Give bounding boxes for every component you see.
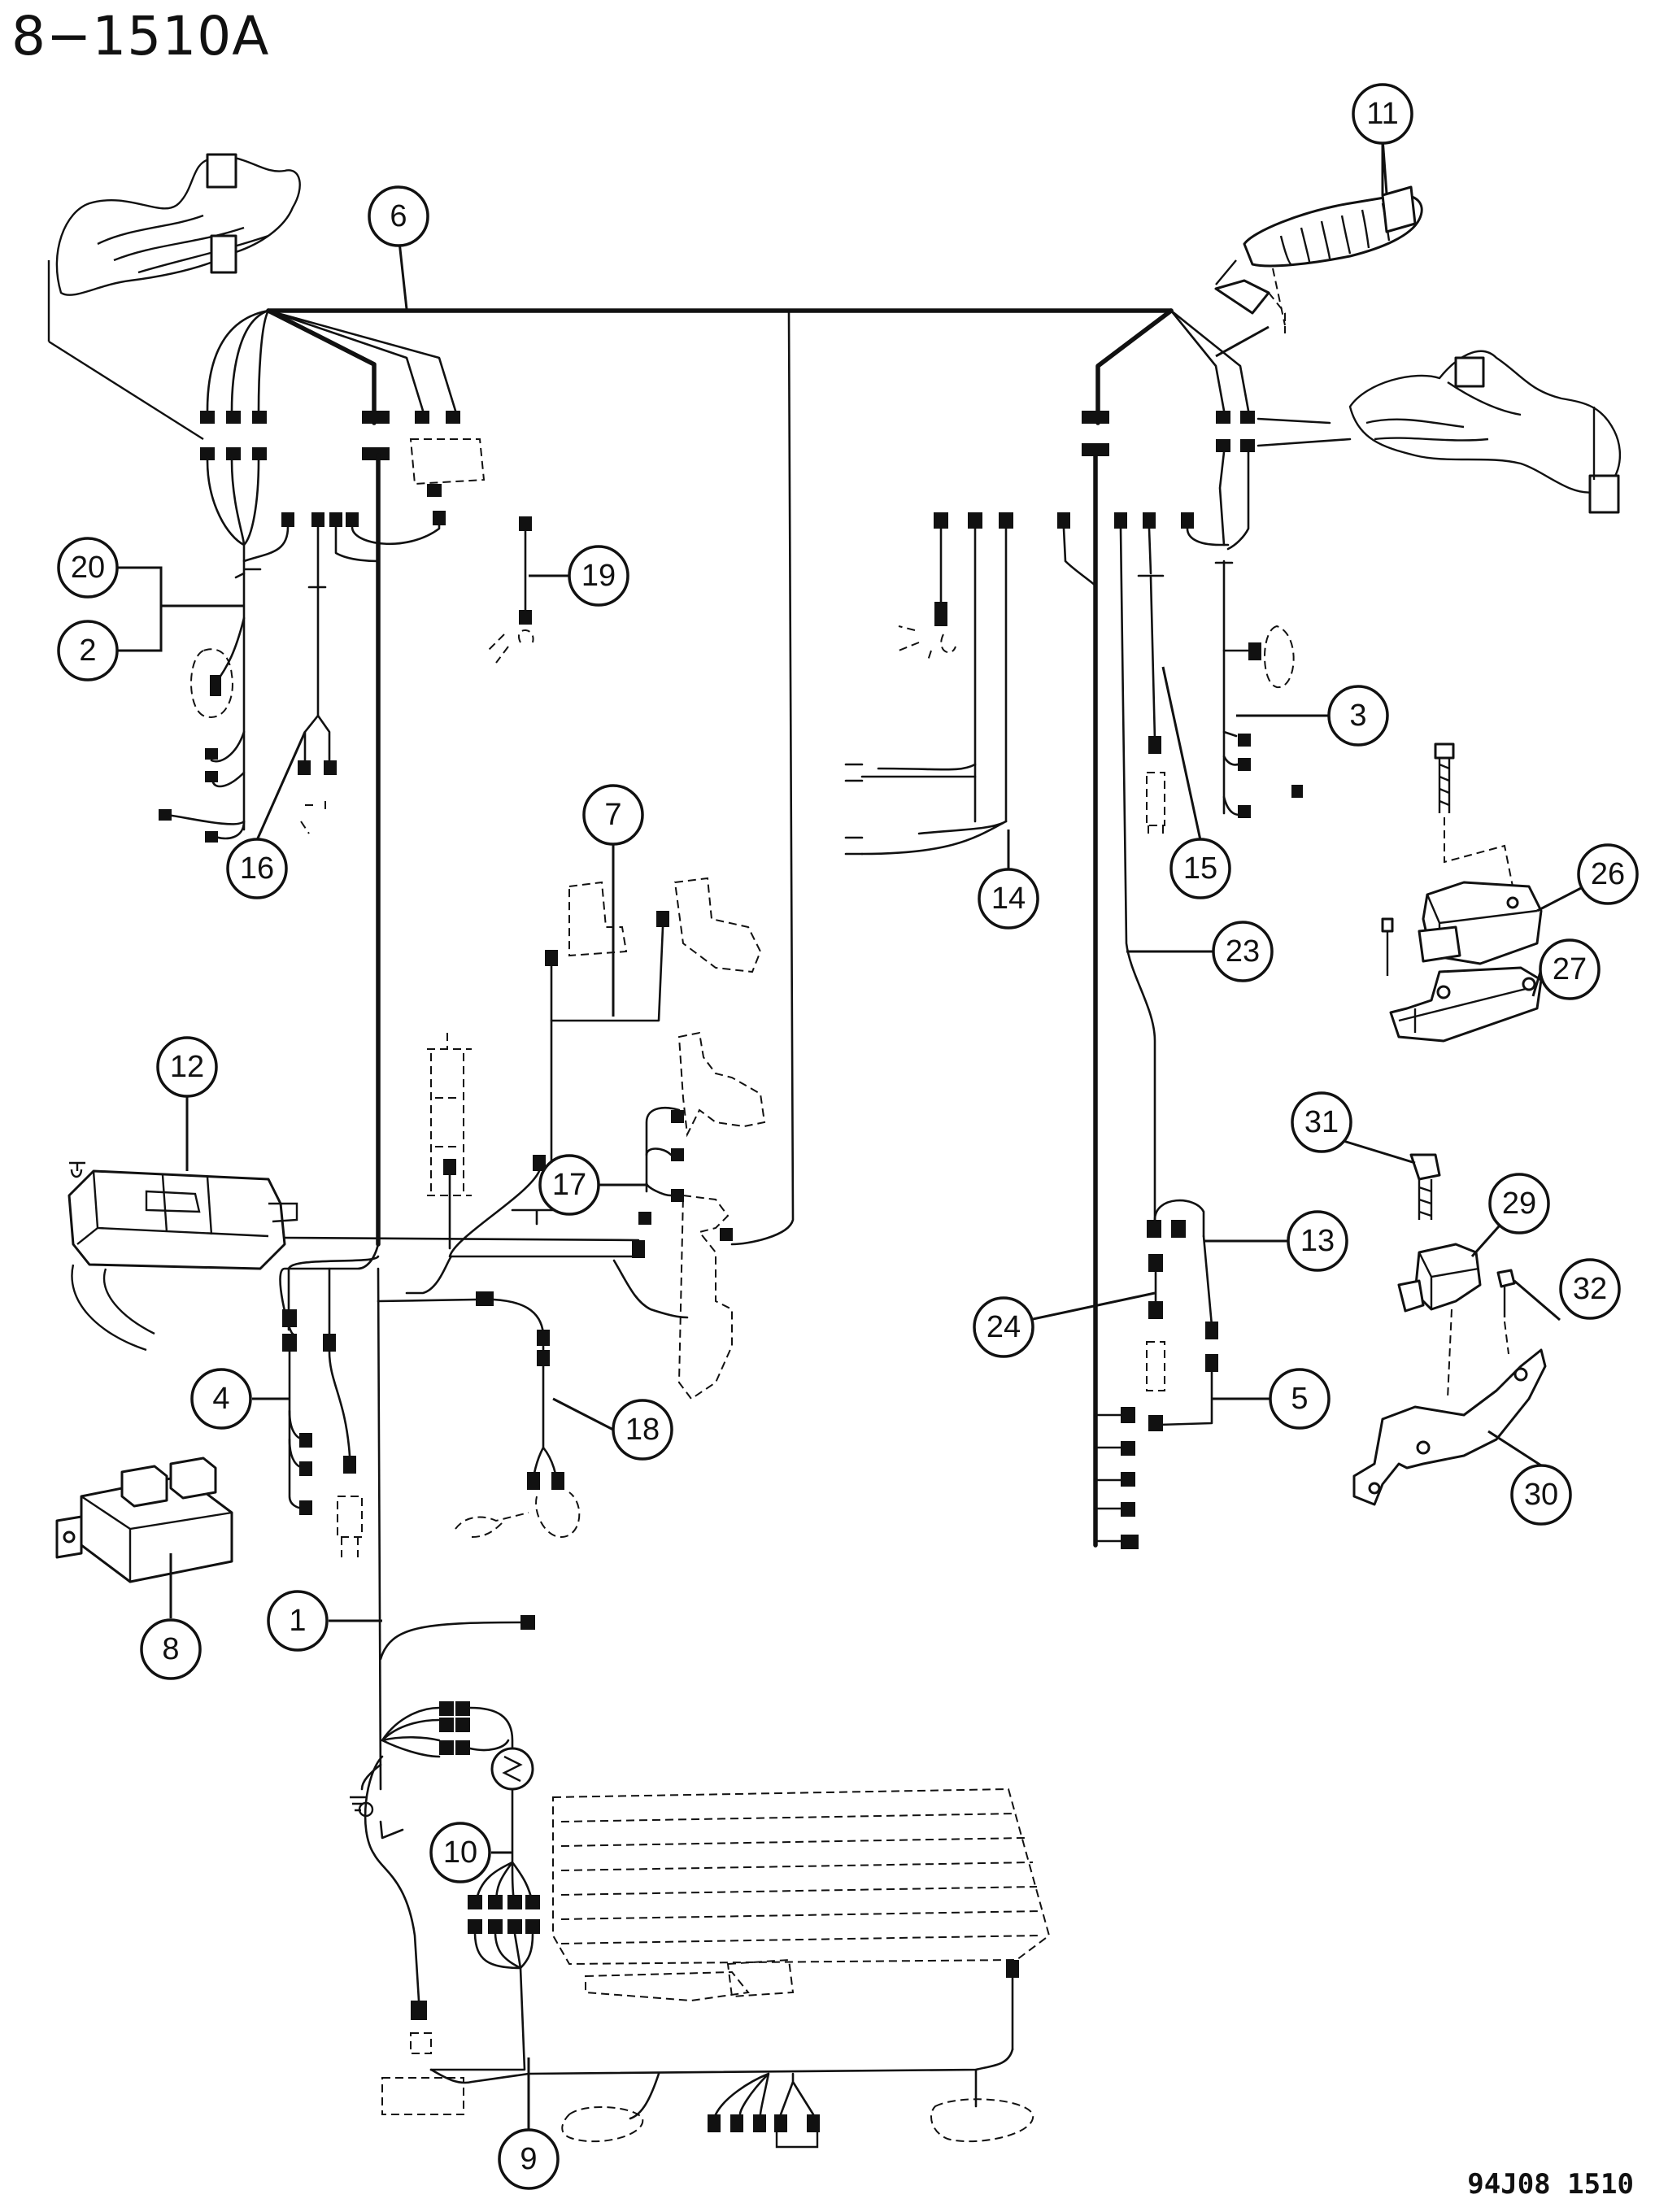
- svg-text:14: 14: [991, 882, 1026, 916]
- svg-text:19: 19: [581, 559, 616, 593]
- callout-30: 30: [1510, 1464, 1572, 1526]
- left-connector-bank: [159, 411, 486, 843]
- callout-9: 9: [498, 2128, 560, 2190]
- figure-code: 94J08 1510: [1467, 2168, 1634, 2201]
- callout-10: 10: [429, 1822, 491, 1883]
- svg-text:32: 32: [1573, 1272, 1607, 1306]
- connector-icon: [844, 512, 1013, 856]
- svg-text:2: 2: [79, 634, 96, 668]
- switch-icon: [1214, 137, 1423, 333]
- svg-text:5: 5: [1291, 1382, 1308, 1416]
- callout-17: 17: [538, 1154, 600, 1216]
- page-title: 8−1510A: [11, 5, 270, 67]
- callout-27: 27: [1539, 938, 1601, 1000]
- callout-31: 31: [1291, 1091, 1352, 1153]
- callout-5: 5: [1269, 1368, 1331, 1430]
- relay-block-icon: [55, 1457, 233, 1583]
- callout-32: 32: [1559, 1258, 1621, 1320]
- callout-7: 7: [582, 784, 644, 846]
- callout-26: 26: [1577, 843, 1639, 905]
- svg-text:26: 26: [1591, 857, 1625, 891]
- svg-text:15: 15: [1183, 851, 1217, 886]
- callout-14: 14: [978, 868, 1039, 930]
- callout-4: 4: [190, 1368, 252, 1430]
- svg-text:1: 1: [289, 1604, 306, 1638]
- svg-text:17: 17: [552, 1168, 586, 1202]
- left-dash-harness-icon: [47, 153, 301, 441]
- callout-16: 16: [226, 838, 288, 899]
- svg-text:12: 12: [170, 1050, 204, 1084]
- svg-text:20: 20: [71, 551, 105, 585]
- svg-text:29: 29: [1502, 1187, 1536, 1221]
- callout-20: 20: [57, 537, 119, 599]
- svg-text:13: 13: [1300, 1224, 1335, 1258]
- callout-1: 1: [267, 1590, 329, 1652]
- callout-18: 18: [612, 1399, 673, 1461]
- callout-19: 19: [568, 545, 629, 607]
- callout-2: 2: [57, 620, 119, 681]
- callout-3: 3: [1327, 685, 1389, 747]
- callout-13: 13: [1287, 1210, 1348, 1272]
- callout-24: 24: [973, 1296, 1034, 1358]
- svg-text:7: 7: [604, 798, 621, 832]
- svg-text:10: 10: [443, 1835, 477, 1870]
- callout-11: 11: [1352, 83, 1413, 145]
- svg-text:8: 8: [162, 1632, 179, 1666]
- callout-12: 12: [156, 1036, 218, 1098]
- svg-text:24: 24: [986, 1310, 1021, 1344]
- svg-text:9: 9: [520, 2142, 537, 2176]
- svg-text:6: 6: [390, 199, 407, 233]
- svg-text:4: 4: [212, 1382, 229, 1416]
- callout-8: 8: [140, 1618, 202, 1680]
- switch-icon: [405, 877, 766, 1400]
- battery-tray-icon: [429, 1787, 1051, 2149]
- callout-29: 29: [1488, 1173, 1550, 1234]
- connector-icon: [282, 1255, 380, 1557]
- svg-text:30: 30: [1524, 1478, 1558, 1512]
- callout-15: 15: [1169, 838, 1231, 899]
- svg-text:23: 23: [1226, 934, 1260, 969]
- svg-text:11: 11: [1366, 97, 1398, 131]
- svg-text:3: 3: [1349, 699, 1366, 733]
- relay-module-icon: [68, 1161, 645, 1352]
- svg-text:31: 31: [1304, 1105, 1339, 1139]
- horn-icon: [377, 1291, 581, 1539]
- right-connector-bank: [1057, 411, 1352, 1548]
- lamp-icon: [487, 516, 534, 664]
- bracket-icon: [1352, 1153, 1547, 1506]
- connector-icon: [1094, 1199, 1218, 1549]
- main-harness-trunk: [206, 308, 1270, 1246]
- svg-text:18: 18: [625, 1413, 660, 1447]
- sensor-icon: [1381, 742, 1543, 1043]
- svg-text:27: 27: [1553, 952, 1587, 986]
- callout-6: 6: [368, 185, 429, 247]
- callout-23: 23: [1212, 921, 1274, 982]
- connector-icon: [350, 1701, 540, 2115]
- svg-text:16: 16: [240, 851, 274, 886]
- wiring-harness-icon: [1348, 350, 1621, 514]
